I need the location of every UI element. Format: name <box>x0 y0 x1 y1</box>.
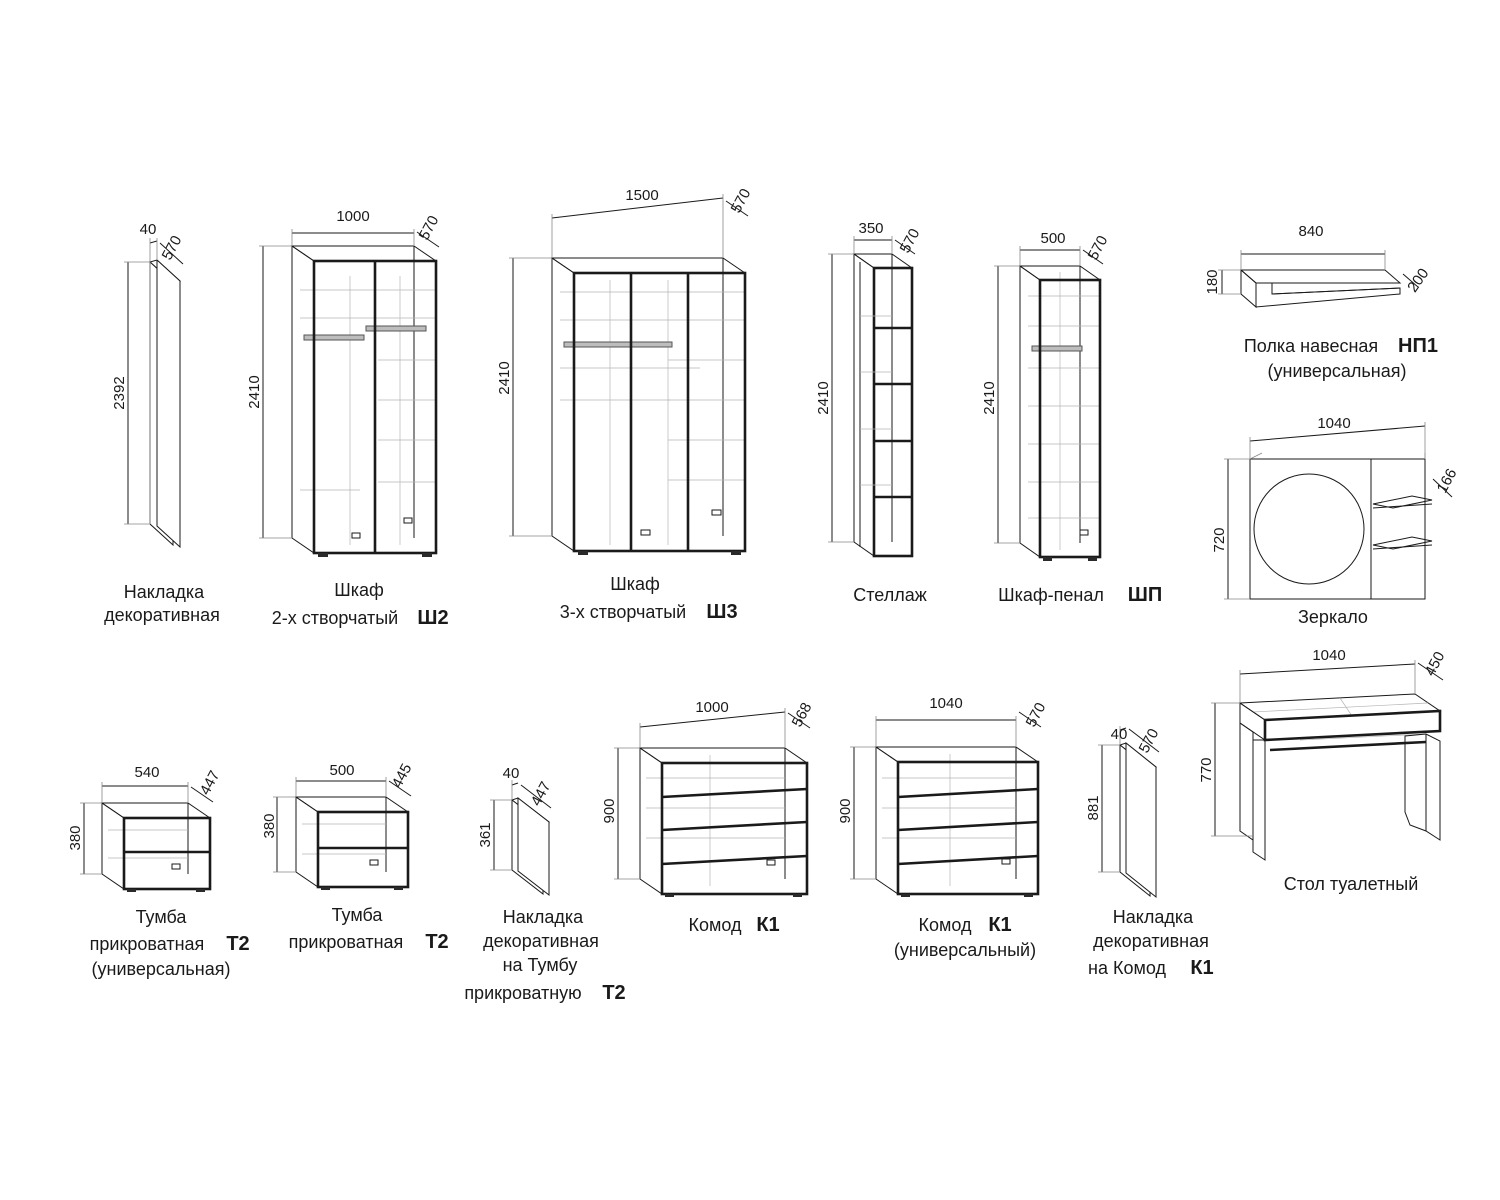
overlay-dresser-label-3: на Комод <box>1088 958 1166 978</box>
wardrobe-2door-code: Ш2 <box>417 607 448 629</box>
dresser-universal-code: К1 <box>988 914 1011 936</box>
wardrobe-3door-label-1: Шкаф <box>610 574 660 594</box>
overlay-nightstand-width: 40 <box>503 765 520 782</box>
overlay-tall-label-1: Накладка <box>124 582 205 602</box>
overlay-dresser-label-1: Накладка <box>1113 907 1194 927</box>
nightstand-height: 380 <box>261 813 278 838</box>
overlay-nightstand-label-3: на Тумбу <box>503 955 578 975</box>
nightstand-universal-label-1: Тумба <box>136 907 188 927</box>
overlay-dresser-code: К1 <box>1190 957 1213 979</box>
pencil-case-height: 2410 <box>981 381 998 414</box>
dresser-height: 900 <box>601 798 618 823</box>
wall-shelf-width: 840 <box>1298 223 1323 240</box>
item-dresser: 1000 568 900 Комод К1 <box>601 699 815 936</box>
nightstand-universal-code: Т2 <box>226 933 249 955</box>
nightstand-universal-height: 380 <box>67 825 84 850</box>
overlay-tall-width: 40 <box>140 221 157 238</box>
pencil-case-code: ШП <box>1128 584 1162 606</box>
item-nightstand: 500 445 380 Тумба прикроватная Т2 <box>261 761 449 953</box>
item-vanity-table: 1040 450 770 Стол туалетный <box>1198 647 1448 894</box>
wardrobe-2door-depth: 570 <box>416 213 443 243</box>
item-wardrobe-3door: 1500 570 2410 Шкаф 3-х створчатый Ш3 <box>496 186 754 623</box>
overlay-nightstand-label-1: Накладка <box>503 907 584 927</box>
wall-shelf-label: Полка навесная <box>1244 336 1378 356</box>
wardrobe-2door-label-1: Шкаф <box>334 580 384 600</box>
mirror-height: 720 <box>1211 527 1228 552</box>
dresser-universal-depth: 570 <box>1023 700 1050 730</box>
item-shelving: 350 570 2410 Стеллаж <box>815 220 927 605</box>
vanity-table-depth: 450 <box>1422 649 1449 679</box>
overlay-dresser-height: 881 <box>1085 795 1102 820</box>
wardrobe-2door-label-2: 2-х створчатый <box>272 608 398 628</box>
nightstand-code: Т2 <box>425 931 448 953</box>
mirror-width: 1040 <box>1317 415 1350 432</box>
item-pencil-case: 500 570 2410 Шкаф-пенал ШП <box>981 230 1162 606</box>
overlay-nightstand-code: Т2 <box>602 982 625 1004</box>
wardrobe-2door-height: 2410 <box>246 375 263 408</box>
nightstand-universal-note: (универсальная) <box>92 959 231 979</box>
dresser-universal-label: Комод <box>919 915 972 935</box>
shelving-shelves <box>860 315 912 499</box>
dresser-width: 1000 <box>695 699 728 716</box>
wardrobe-3door-height: 2410 <box>496 361 513 394</box>
wall-shelf-height: 180 <box>1204 269 1221 294</box>
item-nightstand-universal: 540 447 380 Тумба прикроватная Т2 (униве… <box>67 764 250 979</box>
pencil-case-depth: 570 <box>1085 233 1112 263</box>
shelving-width: 350 <box>858 220 883 237</box>
overlay-nightstand-height: 361 <box>477 822 494 847</box>
nightstand-universal-label-2: прикроватная <box>90 934 205 954</box>
nightstand-universal-width: 540 <box>134 764 159 781</box>
overlay-nightstand-depth: 447 <box>528 779 555 809</box>
overlay-tall-label-2: декоративная <box>104 605 220 625</box>
vanity-table-height: 770 <box>1198 757 1215 782</box>
nightstand-depth: 445 <box>389 761 416 791</box>
dresser-universal-width: 1040 <box>929 695 962 712</box>
pencil-case-label: Шкаф-пенал <box>998 585 1104 605</box>
wardrobe-3door-width: 1500 <box>625 187 658 204</box>
item-wall-shelf: 840 180 200 Полка навесная НП1 (универса… <box>1204 223 1438 381</box>
overlay-dresser-label-2: декоративная <box>1093 931 1209 951</box>
wardrobe-3door-depth: 570 <box>728 186 755 216</box>
wardrobe-3door-label-2: 3-х створчатый <box>560 602 686 622</box>
wardrobe-2door-width: 1000 <box>336 208 369 225</box>
mirror-shelf-depth: 166 <box>1434 466 1461 496</box>
dresser-universal-note: (универсальный) <box>894 940 1036 960</box>
overlay-nightstand-label-2: декоративная <box>483 931 599 951</box>
item-wardrobe-2door: 1000 570 2410 Шкаф 2-х створчатый Ш2 <box>246 208 449 629</box>
wall-shelf-depth: 200 <box>1404 265 1432 295</box>
nightstand-label-2: прикроватная <box>289 932 404 952</box>
item-dresser-universal: 1040 570 900 Комод К1 (универсальный) <box>837 695 1049 960</box>
mirror-label: Зеркало <box>1298 607 1368 627</box>
shelving-height: 2410 <box>815 381 832 414</box>
dresser-label: Комод <box>689 915 742 935</box>
nightstand-label-1: Тумба <box>332 905 384 925</box>
dresser-universal-height: 900 <box>837 798 854 823</box>
item-overlay-dresser: 881 40 570 Накладка декоративная на Комо… <box>1085 726 1214 979</box>
item-overlay-tall: 2392 40 570 Накладка декоративная <box>104 221 220 625</box>
vanity-table-width: 1040 <box>1312 647 1345 664</box>
pencil-case-width: 500 <box>1040 230 1065 247</box>
wardrobe-3door-code: Ш3 <box>706 601 737 623</box>
dresser-code: К1 <box>756 914 779 936</box>
overlay-dresser-width: 40 <box>1111 726 1128 743</box>
vanity-table-label: Стол туалетный <box>1284 874 1419 894</box>
wall-shelf-code: НП1 <box>1398 335 1438 357</box>
shelving-label: Стеллаж <box>853 585 927 605</box>
dresser-depth: 568 <box>789 700 816 730</box>
overlay-tall-depth: 570 <box>159 233 186 263</box>
nightstand-width: 500 <box>329 762 354 779</box>
item-mirror: 1040 720 166 Зеркало <box>1211 415 1460 627</box>
shelving-depth: 570 <box>897 226 924 256</box>
overlay-tall-height: 2392 <box>111 376 128 409</box>
overlay-nightstand-label-4: прикроватную <box>464 983 581 1003</box>
wall-shelf-note: (универсальная) <box>1268 361 1407 381</box>
item-overlay-nightstand: 361 40 447 Накладка декоративная на Тумб… <box>464 765 625 1004</box>
